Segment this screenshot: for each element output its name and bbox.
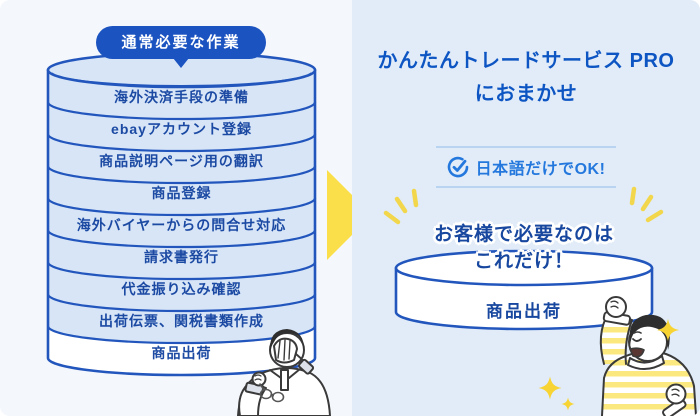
service-title: かんたんトレードサービス PRO におまかせ [352, 45, 700, 111]
task-row: 商品説明ページ用の翻訳 [99, 153, 264, 169]
happy-person-illustration [599, 296, 697, 416]
feature-badge: 日本語だけでOK! [436, 146, 616, 188]
stacked-cylinder-graphic [46, 51, 317, 377]
troubled-person-illustration [237, 329, 331, 416]
callout-text: お客様で必要なのは これだけ！ [352, 221, 696, 275]
task-row: 出荷伝票、関税書類作成 [99, 313, 264, 329]
task-row: ebayアカウント登録 [111, 121, 252, 137]
service-title-line1: かんたんトレードサービス PRO [377, 50, 675, 72]
task-row: 海外決済手段の準備 [114, 89, 249, 105]
service-title-line2: におまかせ [474, 83, 578, 105]
callout-line2: これだけ！ [473, 251, 574, 272]
single-task-label: 商品出荷 [486, 302, 562, 321]
check-circle-icon [447, 156, 468, 178]
task-row: 海外バイヤーからの問合せ対応 [76, 217, 287, 233]
task-row: 代金振り込み確認 [121, 281, 242, 297]
service-panel: かんたんトレードサービス PRO におまかせ 日本語だけでOK! [352, 0, 700, 416]
tasks-title-badge: 通常必要な作業 [96, 26, 266, 68]
callout-line1: お客様で必要なのは [433, 224, 614, 245]
feature-badge-label: 日本語だけでOK! [475, 161, 606, 178]
task-row: 商品登録 [151, 185, 212, 201]
task-row-highlighted: 商品出荷 [151, 345, 212, 361]
emphasis-marks-icon [383, 186, 664, 225]
task-row: 請求書発行 [144, 249, 219, 265]
single-task-cylinder-graphic [383, 186, 664, 331]
normal-tasks-panel: 海外決済手段の準備 ebayアカウント登録 商品説明ページ用の翻訳 商品登録 海… [0, 0, 352, 416]
